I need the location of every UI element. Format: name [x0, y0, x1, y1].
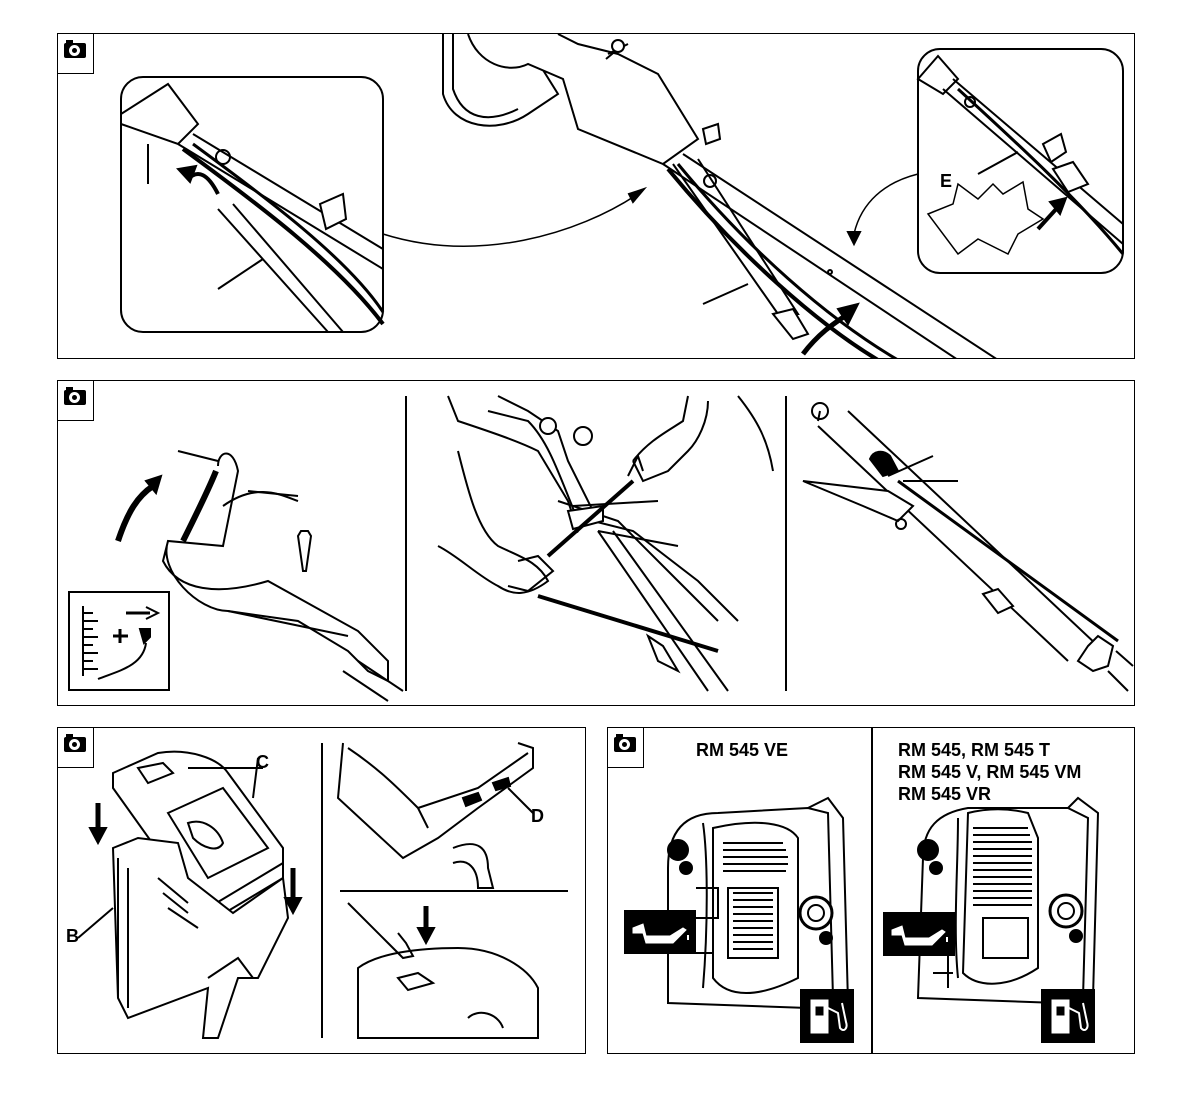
model-title-line-2: RM 545 V, RM 545 VM — [898, 761, 1081, 783]
model-title-line-3: RM 545 VR — [898, 783, 991, 805]
label-b: B — [66, 926, 79, 947]
panel-grass-bag: B C D — [57, 727, 586, 1054]
camera-icon — [58, 728, 94, 768]
model-title-line-1: RM 545, RM 545 T — [898, 739, 1050, 761]
label-d: D — [531, 806, 544, 827]
panel-engine-models: RM 545 VE RM 545, RM 545 T RM 545 V, RM … — [607, 727, 1135, 1054]
camera-icon — [58, 34, 94, 74]
handle-adjust-illustration — [58, 381, 1135, 706]
grass-bag-illustration — [58, 728, 586, 1054]
label-c: C — [256, 752, 269, 773]
panel-cable-routing: E — [57, 33, 1135, 359]
model-title-ve: RM 545 VE — [696, 739, 788, 761]
cable-routing-illustration — [58, 34, 1135, 359]
camera-icon — [608, 728, 644, 768]
camera-icon — [58, 381, 94, 421]
panel-handle-adjust — [57, 380, 1135, 706]
label-e: E — [940, 171, 952, 192]
